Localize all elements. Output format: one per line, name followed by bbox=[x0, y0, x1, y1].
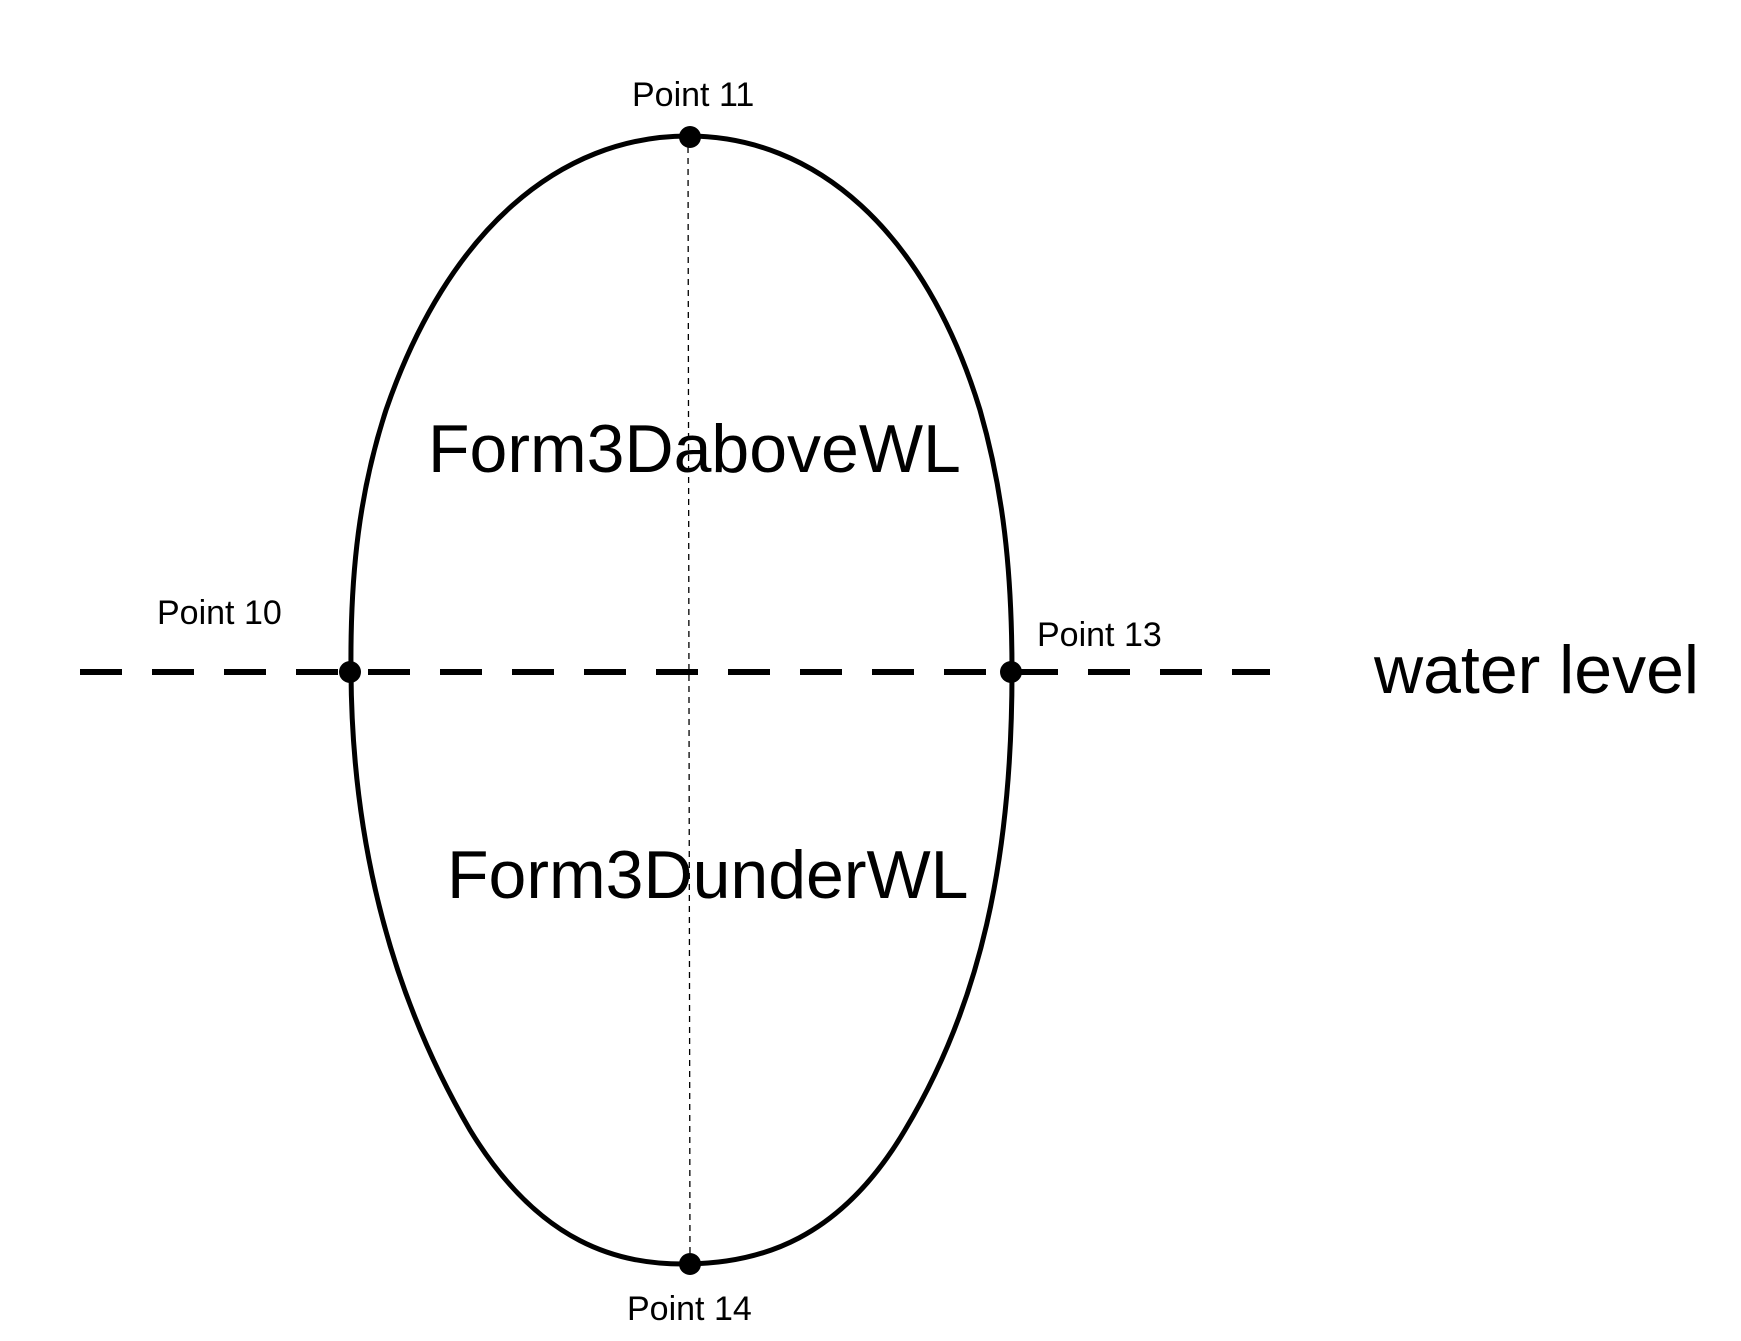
centre-axis bbox=[687, 135, 691, 1265]
region-under-label: Form3DunderWL bbox=[447, 837, 969, 913]
point-10-label: Point 10 bbox=[157, 594, 282, 632]
point-14-marker bbox=[679, 1253, 701, 1275]
point-13-marker bbox=[1000, 661, 1022, 683]
region-above-label: Form3DaboveWL bbox=[428, 411, 961, 487]
form-outline bbox=[348, 133, 1015, 1267]
point-10-marker bbox=[339, 661, 361, 683]
point-11-label: Point 11 bbox=[632, 76, 754, 114]
water-level-label: water level bbox=[1373, 632, 1699, 708]
point-14-label: Point 14 bbox=[627, 1290, 752, 1328]
point-11-marker bbox=[679, 126, 701, 148]
point-13-label: Point 13 bbox=[1037, 616, 1162, 654]
